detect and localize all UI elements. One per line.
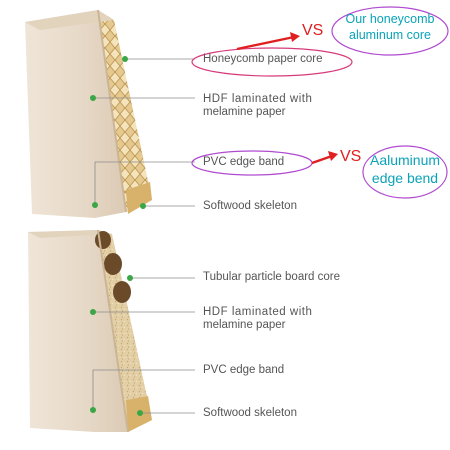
label-softwood-top: Softwood skeleton [203,200,297,212]
door-bottom-tube-hole [104,253,122,275]
label-hdf-bottom-line2: melamine paper [203,319,286,331]
door-bottom-tube-hole [113,281,131,303]
marker-dot [140,203,146,209]
label-softwood-bottom: Softwood skeleton [203,407,297,419]
marker-dot [90,407,96,413]
marker-dot [122,56,128,62]
label-hdf-top-line2: melamine paper [203,106,286,118]
label-hdf-bottom: HDF laminated with melamine paper [203,306,312,332]
door-top-top-edge [25,10,114,30]
comparison-aluminum-core: Our honeycomb aluminum core [334,11,446,43]
label-tubular-core: Tubular particle board core [203,271,341,283]
label-honeycomb-paper-core: Honeycomb paper core [203,53,323,65]
door-bottom [28,229,152,433]
marker-dot [90,95,96,101]
label-pvc-edge-bottom: PVC edge band [203,364,285,376]
marker-dot [92,202,98,208]
vs-arrow-core [236,32,300,51]
door-top [25,9,152,218]
comparison-aluminum-edge: Aaluminum edge bend [362,151,448,187]
comparison-core-line2: aluminum core [349,28,431,42]
door-bottom-edge-band [97,229,129,433]
label-hdf-top-line1: HDF laminated with [203,93,313,105]
label-hdf-top: HDF laminated with melamine paper [203,93,312,119]
door-top-face [25,10,126,218]
label-hdf-bottom-line1: HDF laminated with [203,306,313,318]
label-pvc-edge-top: PVC edge band [203,156,285,168]
door-bottom-tube-hole [95,231,111,249]
door-bottom-face [28,230,128,432]
leader-bottom-pvc [92,369,195,410]
comparison-edge-line1: Aaluminum [369,152,441,168]
highlight-oval-honeycomb [191,47,353,77]
door-bottom-top-edge [28,230,112,238]
marker-dot [127,275,133,281]
comparison-edge-line2: edge bend [371,170,439,186]
highlight-oval-aluminum-edge [362,145,448,199]
door-top-edge-band [97,9,127,213]
door-top-softwood [126,182,152,214]
vs-arrow-edge [311,151,338,165]
vs-label-core: VS [302,22,324,39]
marker-dot [90,309,96,315]
vs-label-edge: VS [340,148,362,165]
comparison-core-line1: Our honeycomb [345,12,435,26]
leader-top-pvc [94,161,195,205]
marker-dot [137,410,143,416]
door-top-honeycomb-core [98,10,152,212]
highlight-oval-aluminum-core [331,6,449,56]
door-bottom-particle-core [98,230,152,432]
